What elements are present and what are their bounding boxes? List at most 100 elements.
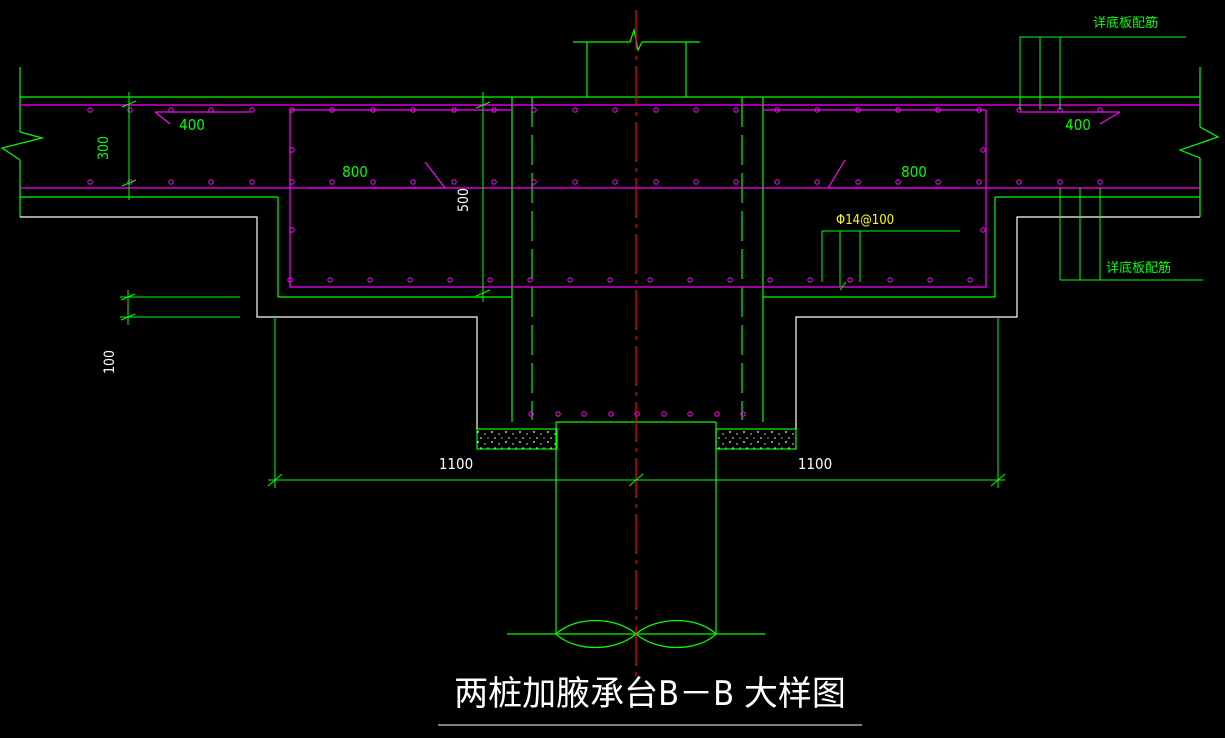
cushion-outline — [20, 216, 1200, 429]
rebar-dot — [289, 227, 295, 233]
rebar-dot — [774, 107, 780, 113]
rebar-dot — [491, 107, 497, 113]
rebar-dot — [927, 277, 933, 283]
rebar-dot — [447, 277, 453, 283]
rebar-dot — [774, 179, 780, 185]
rebar-dot — [410, 107, 416, 113]
rebar-dot — [168, 179, 174, 185]
rebar-dot — [87, 179, 93, 185]
rebar-dot — [895, 179, 901, 185]
rebar-dot — [687, 277, 693, 283]
rebar-dot — [370, 107, 376, 113]
rebar-dot — [370, 179, 376, 185]
rebar-dot — [661, 411, 667, 417]
rebar-dot — [714, 411, 720, 417]
rebar-dot — [607, 277, 613, 283]
dim-left-width: 1100 — [439, 455, 473, 473]
rebar-dot — [567, 277, 573, 283]
rebar-dot — [980, 227, 986, 233]
rebar-dot — [491, 179, 497, 185]
rebar-dot — [814, 107, 820, 113]
rebar-dot — [647, 277, 653, 283]
rebar-dot — [555, 411, 561, 417]
rebar-dot — [249, 179, 255, 185]
rebar-dot — [612, 107, 618, 113]
rebar-dot — [976, 179, 982, 185]
rebar-dot — [855, 107, 861, 113]
rebar-dot — [1016, 107, 1022, 113]
rebar-dot — [531, 107, 537, 113]
rebar-dot — [528, 411, 534, 417]
rebar-dot — [807, 277, 813, 283]
rebar-dot — [740, 411, 746, 417]
rebar-dot — [289, 179, 295, 185]
rebar-dot — [693, 107, 699, 113]
dimension-lines — [120, 36, 1203, 726]
rebar-dot — [289, 107, 295, 113]
rebar-dot — [967, 277, 973, 283]
rebar-dot — [329, 107, 335, 113]
rebar-dot — [855, 179, 861, 185]
rebar-dot — [612, 179, 618, 185]
rebar-dot — [581, 411, 587, 417]
rebar-dot — [1097, 179, 1103, 185]
rebar-dot — [451, 179, 457, 185]
rebar-dot — [531, 179, 537, 185]
drawing-title: 两桩加腋承台B－B 大样图 — [454, 674, 846, 714]
rebar-dot — [527, 277, 533, 283]
dim-left-lap: 400 — [179, 116, 205, 134]
rebar-dot — [733, 107, 739, 113]
rebar-dot — [935, 107, 941, 113]
rebar-lines — [20, 104, 1200, 288]
rebar-dot — [249, 107, 255, 113]
stirrup-note: Φ14@100 — [836, 213, 894, 228]
dim-right-lap: 400 — [1065, 116, 1091, 134]
rebar-dot — [367, 277, 373, 283]
cushion-left — [477, 429, 557, 449]
rebar-dot — [487, 277, 493, 283]
rebar-dot — [935, 179, 941, 185]
dim-right-width: 1100 — [798, 455, 832, 473]
rebar-dot — [327, 277, 333, 283]
bottom-rebar-note: 详底板配筋 — [1106, 260, 1171, 276]
rebar-dot — [727, 277, 733, 283]
dim-right-haunch: 800 — [901, 163, 927, 181]
rebar-dot — [572, 179, 578, 185]
rebar-dot — [451, 107, 457, 113]
rebar-dot — [976, 107, 982, 113]
rebar-dot — [407, 277, 413, 283]
rebar-dot — [1097, 107, 1103, 113]
rebar-dot — [895, 107, 901, 113]
rebar-dot — [287, 277, 293, 283]
rebar-dot — [1016, 179, 1022, 185]
dim-slab-thickness: 300 — [96, 136, 112, 160]
rebar-dot — [653, 107, 659, 113]
rebar-dot — [687, 411, 693, 417]
top-rebar-note: 详底板配筋 — [1093, 15, 1158, 31]
rebar-dot — [653, 179, 659, 185]
rebar-dot — [767, 277, 773, 283]
dim-haunch-depth: 500 — [456, 188, 472, 212]
rebar-dot — [608, 411, 614, 417]
rebar-dot — [289, 147, 295, 153]
rebar-dot — [1057, 179, 1063, 185]
rebar-dot — [208, 179, 214, 185]
pile-edge-lines — [531, 97, 743, 420]
rebar-dot — [693, 179, 699, 185]
rebar-dot — [168, 107, 174, 113]
rebar-dot — [733, 179, 739, 185]
rebar-dot — [980, 147, 986, 153]
dim-cushion-thickness: 100 — [102, 350, 118, 374]
rebar-dot — [208, 107, 214, 113]
rebar-dot — [329, 179, 335, 185]
rebar-dot — [887, 277, 893, 283]
rebar-dot — [814, 179, 820, 185]
rebar-dot — [87, 107, 93, 113]
rebar-dot — [634, 411, 640, 417]
dim-left-haunch: 800 — [342, 163, 368, 181]
rebar-dot — [410, 179, 416, 185]
rebar-dot — [572, 107, 578, 113]
rebar-dots — [87, 107, 1103, 417]
rebar-dot — [127, 107, 133, 113]
